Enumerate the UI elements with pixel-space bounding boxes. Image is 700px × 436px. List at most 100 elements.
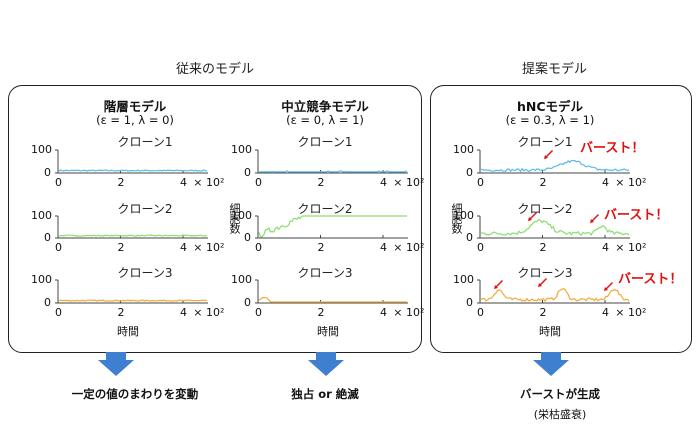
x-tick-label: 0 — [55, 176, 62, 189]
y-tick-label-0: 0 — [44, 231, 51, 244]
outcome-hnc-sub: (栄枯盛衰) — [533, 408, 587, 421]
y-tick-label-100: 100 — [453, 273, 474, 286]
x-scale-label: × 10² — [615, 241, 647, 254]
clone-label-3: クローン3 — [517, 266, 573, 280]
clone-1-series — [259, 170, 408, 173]
x-tick-label: 2 — [117, 241, 125, 254]
column-title-hierarchical: 階層モデル — [103, 99, 167, 114]
outcome-hnc: バーストが生成 — [520, 387, 600, 401]
x-tick-label: 2 — [317, 176, 325, 189]
column-title-neutral: 中立競争モデル — [281, 99, 369, 114]
x-tick-label: 4 — [602, 306, 609, 319]
x-tick-label: 0 — [477, 306, 484, 319]
clone-label-2: クローン2 — [117, 202, 173, 216]
x-tick-label: 4 — [380, 176, 387, 189]
burst-arrow-icon — [528, 212, 537, 221]
column-params-hierarchical: (ε = 1, λ = 0) — [96, 113, 174, 127]
x-scale-label: × 10² — [615, 306, 647, 319]
y-tick-label-0: 0 — [44, 296, 51, 309]
burst-label-clone3: バースト！ — [618, 272, 683, 287]
column-title-hnc: hNCモデル — [516, 99, 584, 114]
y-tick-label-0: 0 — [244, 166, 251, 179]
column-params-hnc: (ε = 0.3, λ = 1) — [505, 113, 595, 127]
x-tick-label: 2 — [539, 306, 547, 319]
down-arrow-icon — [533, 352, 569, 376]
burst-label-clone1: バースト！ — [580, 141, 645, 156]
clone-label-2: クローン2 — [297, 202, 353, 216]
x-tick-label: 0 — [477, 241, 484, 254]
y-axis-label: 細胞数 — [450, 203, 463, 233]
x-scale-label: × 10² — [193, 241, 225, 254]
y-tick-label-100: 100 — [31, 273, 52, 286]
x-tick-label: 0 — [477, 176, 484, 189]
x-tick-label: 4 — [602, 241, 609, 254]
clone-2-series — [258, 215, 407, 238]
x-tick-label: 4 — [380, 241, 387, 254]
clone-label-3: クローン3 — [117, 266, 173, 280]
clone-label-3: クローン3 — [297, 266, 353, 280]
outcome-neutral: 独占 or 絶滅 — [291, 387, 359, 401]
y-tick-label-0: 0 — [466, 296, 473, 309]
x-tick-label: 2 — [539, 176, 547, 189]
x-tick-label: 4 — [180, 306, 187, 319]
clone-3-series — [58, 299, 208, 302]
clone-1-series — [58, 169, 208, 172]
clone-1-series — [480, 159, 630, 173]
x-tick-label: 0 — [55, 306, 62, 319]
y-tick-label-100: 100 — [453, 143, 474, 156]
outcome-hierarchical: 一定の値のまわりを変動 — [71, 387, 199, 401]
x-tick-label: 2 — [317, 241, 325, 254]
y-tick-label-100: 100 — [453, 209, 474, 222]
x-scale-label: × 10² — [393, 176, 425, 189]
x-tick-label: 4 — [380, 306, 387, 319]
clone-label-1: クローン1 — [117, 135, 173, 149]
y-tick-label-100: 100 — [31, 143, 52, 156]
column-params-neutral: (ε = 0, λ = 1) — [286, 113, 364, 127]
y-tick-label-0: 0 — [244, 231, 251, 244]
conventional-header: 従来のモデル — [176, 62, 255, 77]
burst-arrow-icon — [590, 214, 599, 223]
x-tick-label: 2 — [117, 306, 125, 319]
burst-arrow-icon — [544, 150, 553, 159]
clone-3-series — [258, 296, 407, 303]
x-scale-label: × 10² — [193, 176, 225, 189]
clone-3-series — [480, 288, 630, 303]
x-axis-label: 時間 — [539, 325, 561, 338]
y-tick-label-100: 100 — [231, 209, 252, 222]
x-tick-label: 0 — [55, 241, 62, 254]
clone-2-series — [58, 234, 208, 237]
y-tick-label-100: 100 — [231, 273, 252, 286]
x-axis-label: 時間 — [317, 325, 339, 338]
x-tick-label: 0 — [255, 241, 262, 254]
x-tick-label: 4 — [180, 241, 187, 254]
x-tick-label: 0 — [255, 306, 262, 319]
y-axis-label: 細胞数 — [228, 203, 241, 233]
burst-arrow-icon — [604, 282, 613, 291]
y-tick-label-0: 0 — [244, 296, 251, 309]
y-tick-label-100: 100 — [231, 143, 252, 156]
y-tick-label-0: 0 — [466, 231, 473, 244]
x-tick-label: 4 — [180, 176, 187, 189]
x-tick-label: 2 — [317, 306, 325, 319]
x-axis-label: 時間 — [117, 325, 139, 338]
burst-label-clone2: バースト！ — [604, 208, 669, 223]
x-tick-label: 0 — [255, 176, 262, 189]
y-tick-label-0: 0 — [466, 166, 473, 179]
conventional-panel — [8, 85, 422, 353]
clone-2-series — [480, 218, 630, 237]
clone-label-2: クローン2 — [517, 202, 573, 216]
x-scale-label: × 10² — [393, 306, 425, 319]
down-arrow-icon — [98, 352, 134, 376]
clone-label-1: クローン1 — [517, 135, 573, 149]
down-arrow-icon — [308, 352, 344, 376]
proposed-header: 提案モデル — [522, 62, 588, 77]
burst-arrow-icon — [538, 278, 547, 287]
y-tick-label-0: 0 — [44, 166, 51, 179]
x-scale-label: × 10² — [393, 241, 425, 254]
burst-arrow-icon — [494, 280, 503, 289]
x-scale-label: × 10² — [615, 176, 647, 189]
x-scale-label: × 10² — [193, 306, 225, 319]
x-tick-label: 4 — [602, 176, 609, 189]
x-tick-label: 2 — [117, 176, 125, 189]
